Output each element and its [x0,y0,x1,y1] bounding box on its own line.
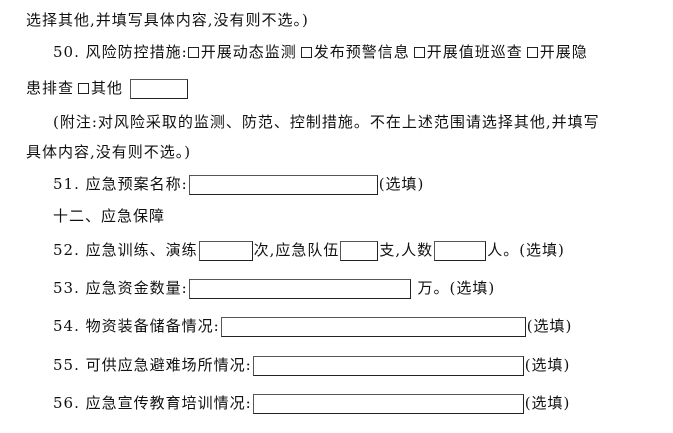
q56-row: 56. 应急宣传教育培训情况: (选填) [53,393,571,414]
section-heading: 十二、应急保障 [53,206,165,226]
q56-training-input[interactable] [252,394,524,414]
option-dynamic-monitoring: 开展动态监测 [200,43,297,61]
q51-row: 51. 应急预案名称: (选填) [53,174,425,195]
option-other: 其他 [91,79,124,97]
note-line-2: 具体内容,没有则不选。) [26,142,191,162]
q54-materials-input[interactable] [220,317,526,337]
q55-label: 55. 可供应急避难场所情况: [53,356,252,374]
q52-row: 52. 应急训练、演练 次,应急队伍 支,人数 人。(选填) [53,240,565,261]
q54-row: 54. 物资装备储备情况: (选填) [53,316,573,337]
q53-label: 53. 应急资金数量: [53,279,188,297]
q53-suffix: 万。(选填) [417,279,496,297]
q51-plan-name-input[interactable] [188,175,378,195]
optional-hint: (选填) [524,356,571,374]
checkbox-other[interactable] [78,83,90,94]
q50-label: 50. 风险防控措施: [53,43,188,61]
q54-label: 54. 物资装备储备情况: [53,317,220,335]
q50-other-input[interactable] [129,79,188,99]
q55-row: 55. 可供应急避难场所情况: (选填) [53,355,571,376]
option-warning-info: 发布预警信息 [313,43,410,61]
q52-unit-people: 人。(选填) [487,241,565,259]
optional-hint: (选填) [524,394,571,412]
q53-funds-input[interactable] [188,279,411,299]
note-text: (附注:对风险采取的监测、防范、控制措施。不在上述范围请选择其他,并填写 [53,113,600,131]
checkbox-dynamic-monitoring[interactable] [187,47,199,58]
note-continuation: 选择其他,并填写具体内容,没有则不选。) [26,10,309,30]
optional-hint: (选填) [378,175,425,193]
q50-row-cont: 患排查其他 [26,78,189,99]
q52-people-input[interactable] [434,241,487,261]
note-text: 具体内容,没有则不选。) [26,143,192,161]
option-hazard-check: 开展隐 [539,43,588,61]
optional-hint: (选填) [526,317,573,335]
option-hazard-check-cont: 患排查 [26,79,75,97]
q55-shelter-input[interactable] [252,356,524,376]
checkbox-hazard-check[interactable] [526,47,538,58]
q50-row: 50. 风险防控措施: 开展动态监测发布预警信息开展值班巡查开展隐 [53,42,588,62]
q52-label: 52. 应急训练、演练 [53,241,198,259]
q56-label: 56. 应急宣传教育培训情况: [53,394,252,412]
checkbox-duty-patrol[interactable] [413,47,425,58]
q53-row: 53. 应急资金数量: 万。(选填) [53,278,496,299]
checkbox-warning-info[interactable] [300,47,312,58]
note-line-1: (附注:对风险采取的监测、防范、控制措施。不在上述范围请选择其他,并填写 [53,112,600,132]
q52-drills-input[interactable] [198,241,253,261]
q52-unit-teams: 支,人数 [379,241,434,259]
q52-unit-times: 次,应急队伍 [253,241,340,259]
q52-teams-input[interactable] [340,241,379,261]
section-12-title: 十二、应急保障 [53,207,166,225]
note-text: 选择其他,并填写具体内容,没有则不选。) [26,11,309,29]
option-duty-patrol: 开展值班巡查 [426,43,523,61]
q51-label: 51. 应急预案名称: [53,175,188,193]
